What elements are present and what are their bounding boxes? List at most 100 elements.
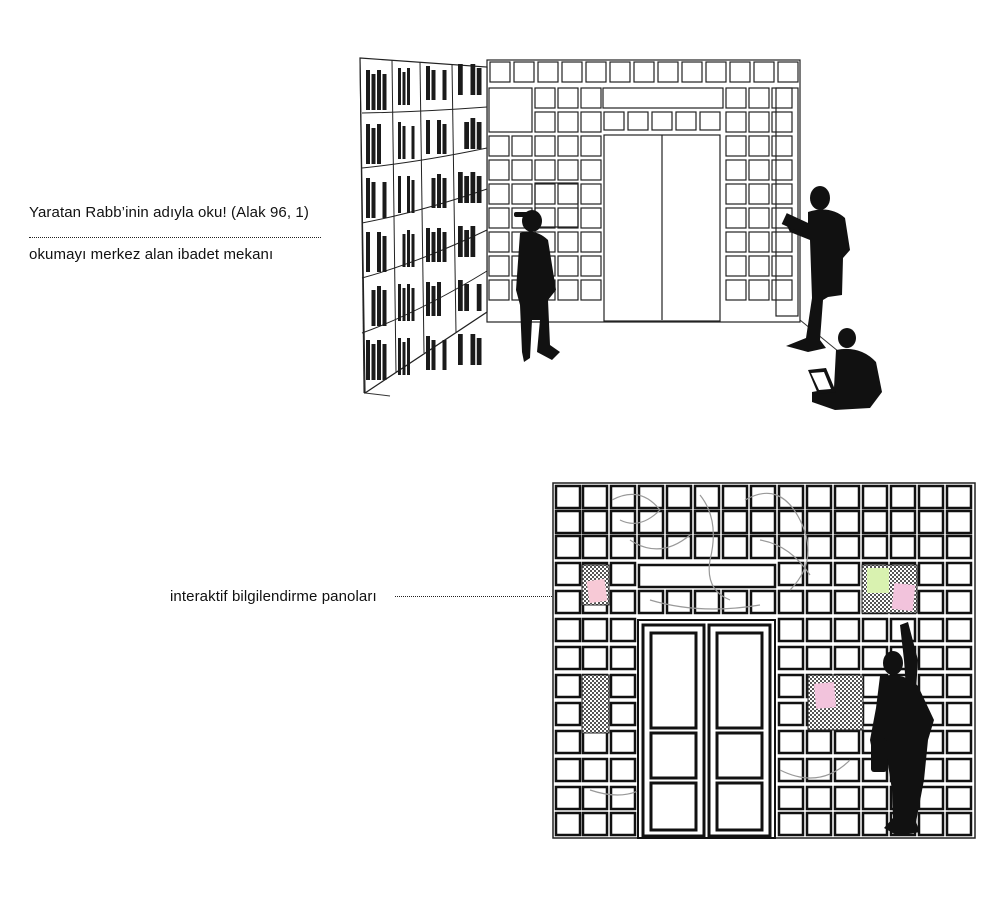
wall-tile	[945, 484, 973, 510]
wall-tile-large	[534, 182, 579, 228]
wall-tile	[554, 509, 582, 535]
book	[377, 70, 381, 110]
book	[407, 176, 410, 213]
wall-tile	[557, 255, 579, 277]
wall-tile	[693, 509, 721, 535]
book	[382, 344, 387, 380]
wall-tile	[805, 617, 833, 643]
wall-tile	[748, 231, 770, 253]
book	[402, 72, 406, 105]
wall-tile	[554, 729, 582, 755]
wall-tile	[488, 231, 510, 253]
wall-tile	[693, 484, 721, 510]
wall-tile	[580, 207, 602, 229]
book	[476, 284, 482, 311]
wall-tile	[861, 617, 889, 643]
wall-tile	[725, 183, 747, 205]
person-sitting-laptop-silhouette	[808, 328, 882, 410]
book	[398, 338, 401, 375]
wall-tile	[833, 534, 861, 560]
wall-tile	[748, 135, 770, 157]
wall-band	[602, 87, 724, 109]
book	[371, 290, 376, 326]
wall-tile	[534, 159, 556, 181]
wall-tile	[805, 561, 833, 587]
wall-tile	[721, 509, 749, 535]
book	[442, 340, 447, 370]
wall-tile	[580, 279, 602, 301]
book	[411, 180, 415, 213]
wall-tile	[771, 159, 793, 181]
wall-tile	[721, 534, 749, 560]
wall-tile	[581, 785, 609, 811]
wall-tile	[488, 183, 510, 205]
wall-tile	[748, 255, 770, 277]
wall-tile	[833, 757, 861, 783]
wall-tile	[609, 534, 637, 560]
quote-text: Yaratan Rabb’inin adıyla oku! (Alak 96, …	[29, 204, 309, 221]
sticky-note-green	[867, 568, 889, 593]
book	[426, 282, 430, 316]
wall-tile	[777, 811, 805, 837]
wall-tile	[771, 111, 793, 133]
wall-tile	[581, 534, 609, 560]
wall-tile	[917, 645, 945, 671]
book	[437, 174, 441, 208]
wall-tile	[833, 561, 861, 587]
wall-tile	[917, 617, 945, 643]
book	[464, 122, 469, 149]
book	[464, 176, 469, 203]
book	[366, 124, 370, 164]
wall-tile	[580, 183, 602, 205]
wall-tile	[580, 87, 602, 109]
wall-tile	[945, 729, 973, 755]
wall-tile	[488, 279, 510, 301]
wall-tile	[665, 589, 693, 615]
wall-tile	[777, 589, 805, 615]
wall-tile	[637, 589, 665, 615]
book	[382, 74, 387, 110]
book	[437, 120, 441, 154]
wall-tile	[651, 111, 673, 131]
wall-tile	[609, 673, 637, 699]
wall-tile	[748, 111, 770, 133]
top-scene	[359, 57, 882, 410]
wall-tile	[833, 509, 861, 535]
wall-tile	[557, 231, 579, 253]
book	[458, 226, 463, 257]
book	[382, 182, 387, 218]
wall-tile	[945, 785, 973, 811]
book	[464, 284, 469, 311]
book	[458, 334, 463, 365]
wall-tile	[777, 61, 799, 83]
double-door	[637, 619, 776, 839]
wall-tile	[771, 183, 793, 205]
wall-tile	[945, 811, 973, 837]
book	[402, 126, 406, 159]
wall-tile	[805, 484, 833, 510]
wall-tile	[693, 534, 721, 560]
curved-bookshelf	[359, 57, 488, 395]
book	[371, 128, 376, 164]
book	[398, 68, 401, 105]
wall-tile	[725, 135, 747, 157]
wall-tile	[554, 811, 582, 837]
wall-tile	[945, 534, 973, 560]
wall-tile	[581, 617, 609, 643]
wall-tile	[534, 111, 556, 133]
book	[366, 70, 370, 110]
book	[426, 336, 430, 370]
wall-tile	[777, 729, 805, 755]
wall-tile	[748, 159, 770, 181]
wall-tile	[917, 509, 945, 535]
wall-tile	[554, 701, 582, 727]
book	[382, 290, 387, 326]
wall-tile	[917, 484, 945, 510]
wall-tile	[833, 589, 861, 615]
book	[464, 230, 469, 257]
wall-tile	[581, 757, 609, 783]
wall-tile	[581, 645, 609, 671]
book	[431, 340, 436, 370]
book	[371, 182, 376, 218]
wall-tile	[777, 561, 805, 587]
